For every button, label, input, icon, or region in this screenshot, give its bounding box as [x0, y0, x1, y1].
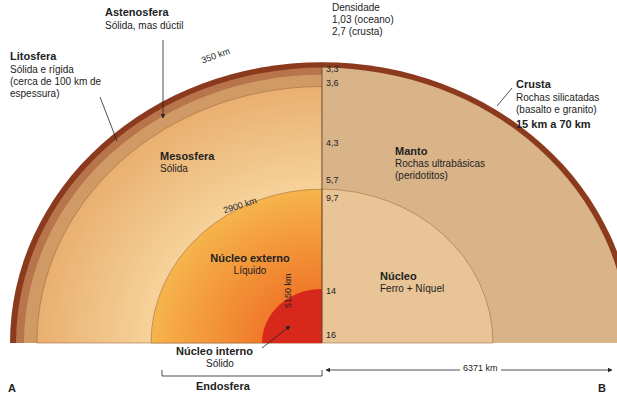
layer-note: Sólida e rígida (cerca de 100 km de espe… — [10, 64, 102, 100]
layer-name: Litosfera — [10, 50, 105, 63]
density-value: 9,7 — [326, 193, 356, 204]
layer-note: Sólido — [206, 358, 266, 370]
density-value: 3,6 — [326, 78, 356, 89]
outer-core-region: Núcleo externoLíquido — [205, 252, 295, 277]
density-value: 1,03 (oceano) — [332, 14, 432, 26]
density-value: 2,7 (crusta) — [332, 26, 432, 38]
core-region: NúcleoFerro + Níquel — [380, 270, 458, 295]
layer-name: Astenosfera — [105, 6, 215, 19]
group-name: Endosfera — [196, 380, 296, 393]
density-heading: Densidade — [332, 2, 432, 14]
layer-name: Núcleo — [380, 270, 458, 283]
density-value: 4,3 — [326, 138, 356, 149]
layer-note: Rochas silicatadas (basalto e granito) — [516, 92, 612, 116]
layer-name: Crusta — [516, 78, 612, 91]
density-value: 16 — [326, 330, 356, 341]
view-letter: A — [8, 382, 28, 395]
layer-name: Núcleo interno — [176, 345, 276, 358]
density-value: 14 — [326, 286, 356, 297]
layer-note: Sólida — [160, 163, 240, 175]
layer-note: Rochas ultrabásicas (peridotitos) — [395, 158, 513, 182]
view-letter: B — [598, 382, 614, 395]
mesosphere-region: MesosferaSólida — [160, 150, 240, 175]
mantle-region: MantoRochas ultrabásicas (peridotitos) — [395, 145, 513, 182]
depth-marker: 350 km — [200, 46, 231, 66]
density-value: 5,7 — [326, 175, 356, 186]
layer-note: Ferro + Níquel — [380, 283, 458, 295]
layer-note: Líquido — [205, 265, 295, 277]
depth-marker: 5150 km — [283, 273, 294, 308]
layer-note: Sólida, mas dúctil — [105, 20, 215, 32]
dimension-label: 6371 km — [460, 363, 501, 374]
layer-name: Núcleo externo — [205, 252, 295, 265]
layer-name: Mesosfera — [160, 150, 240, 163]
layer-name: Manto — [395, 145, 513, 158]
density-value: 3,3 — [326, 64, 356, 75]
depth-range: 15 km a 70 km — [516, 118, 612, 131]
